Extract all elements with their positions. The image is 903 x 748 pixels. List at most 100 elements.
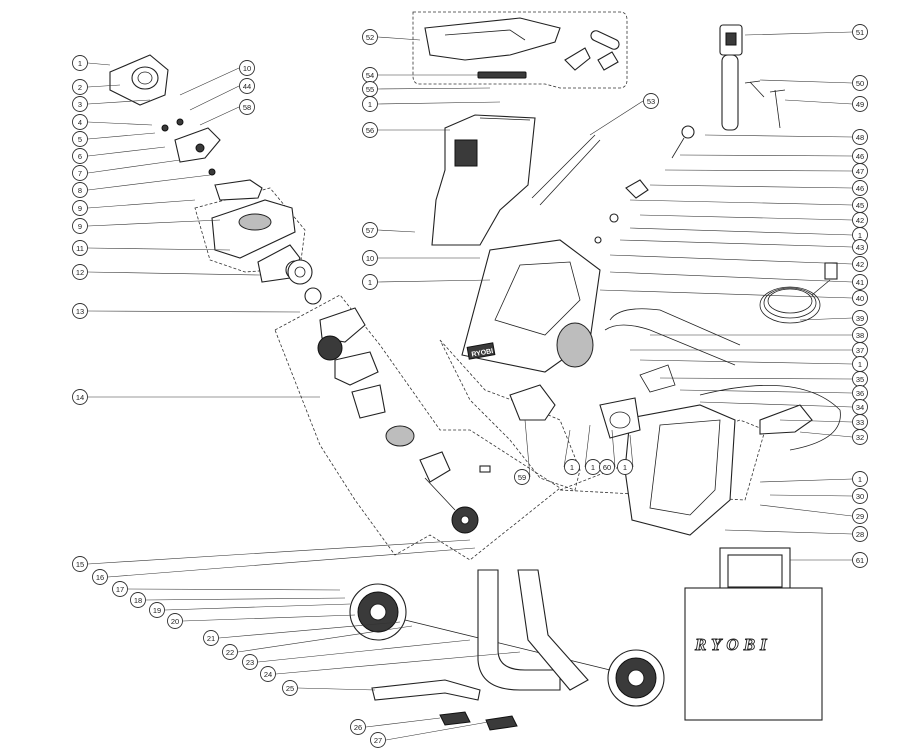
- leader-line: [639, 214, 853, 221]
- callout-number: 2: [78, 83, 82, 92]
- leader-line: [87, 62, 111, 66]
- callout-bubble: 35: [852, 371, 868, 387]
- callouts: 1234567899111213141044585254551565357101…: [72, 24, 868, 748]
- callout-circle: [599, 459, 615, 475]
- callout-number: 42: [856, 216, 864, 225]
- leader-line: [664, 169, 853, 172]
- callout-number: 30: [856, 492, 864, 501]
- leg-frame: [371, 569, 589, 701]
- leader-line: [87, 132, 156, 140]
- callout-number: 21: [207, 634, 215, 643]
- leader-line: [799, 317, 853, 321]
- callout-bubble: 5: [72, 131, 88, 147]
- callout-circle: [852, 310, 868, 326]
- leader-line: [744, 31, 853, 36]
- leader-line: [257, 639, 471, 663]
- callout-number: 49: [856, 100, 864, 109]
- callout-circle: [852, 526, 868, 542]
- callout-number: 26: [354, 723, 362, 732]
- callout-bubble: 1: [585, 459, 601, 475]
- callout-bubble: 42: [852, 256, 868, 272]
- callout-circle: [852, 552, 868, 568]
- leader-lines: [87, 31, 853, 741]
- handle-51: [719, 24, 786, 131]
- callout-circle: [617, 459, 633, 475]
- axle: [404, 619, 611, 671]
- callout-circle: [282, 680, 298, 696]
- callout-circle: [852, 129, 868, 145]
- callout-bubble: 38: [852, 327, 868, 343]
- callout-bubble: 56: [362, 122, 378, 138]
- callout-number: 10: [243, 64, 251, 73]
- callout-number: 1: [368, 278, 372, 287]
- leader-line: [599, 289, 853, 299]
- hopper-top: [424, 17, 620, 71]
- callout-number: 57: [366, 226, 374, 235]
- callout-number: 41: [856, 278, 864, 287]
- callout-circle: [362, 122, 378, 138]
- leader-line: [87, 199, 196, 209]
- callout-bubble: 40: [852, 290, 868, 306]
- callout-circle: [239, 60, 255, 76]
- callout-bubble: 23: [242, 654, 258, 670]
- callout-number: 1: [858, 360, 862, 369]
- leader-line: [87, 247, 231, 251]
- leader-line: [639, 359, 853, 365]
- callout-number: 61: [856, 556, 864, 565]
- callout-circle: [72, 218, 88, 234]
- callout-number: 7: [78, 169, 82, 178]
- leader-line: [659, 377, 853, 380]
- callout-number: 34: [856, 403, 864, 412]
- leader-line: [784, 99, 853, 105]
- leader-line: [237, 625, 413, 653]
- callout-circle: [362, 222, 378, 238]
- callout-number: 5: [78, 135, 82, 144]
- callout-circle: [362, 274, 378, 290]
- callout-circle: [852, 24, 868, 40]
- motor-stack: [287, 259, 491, 534]
- callout-bubble: 13: [72, 303, 88, 319]
- leader-line: [611, 429, 616, 468]
- callout-number: 1: [78, 59, 82, 68]
- callout-circle: [72, 165, 88, 181]
- callout-number: 1: [858, 231, 862, 240]
- callout-circle: [72, 182, 88, 198]
- callout-number: 51: [856, 28, 864, 37]
- callout-bubble: 9: [72, 218, 88, 234]
- callout-bubble: 28: [852, 526, 868, 542]
- callout-circle: [852, 256, 868, 272]
- callout-number: 44: [243, 82, 251, 91]
- leader-line: [629, 434, 634, 468]
- callout-bubble: 46: [852, 180, 868, 196]
- callout-number: 55: [366, 85, 374, 94]
- leader-line: [589, 100, 644, 136]
- leader-line: [609, 271, 853, 283]
- callout-bubble: 1: [362, 274, 378, 290]
- callout-bubble: 60: [599, 459, 615, 475]
- callout-number: 6: [78, 152, 82, 161]
- leader-line: [127, 588, 341, 591]
- leader-line: [377, 87, 491, 90]
- leader-line: [759, 504, 853, 517]
- leader-line: [365, 717, 441, 728]
- leader-line: [377, 36, 421, 41]
- callout-circle: [149, 602, 165, 618]
- callout-bubble: 51: [852, 24, 868, 40]
- callout-circle: [72, 96, 88, 112]
- callout-bubble: 54: [362, 67, 378, 83]
- callout-number: 19: [153, 606, 161, 615]
- callout-bubble: 1: [852, 471, 868, 487]
- callout-bubble: 44: [239, 78, 255, 94]
- callout-number: 13: [76, 307, 84, 316]
- leader-line: [87, 121, 153, 126]
- callout-bubble: 10: [239, 60, 255, 76]
- callout-number: 50: [856, 79, 864, 88]
- callout-number: 43: [856, 243, 864, 252]
- callout-number: 53: [647, 97, 655, 106]
- callout-number: 1: [858, 475, 862, 484]
- leader-line: [297, 687, 376, 691]
- feet: [439, 711, 518, 731]
- callout-circle: [112, 581, 128, 597]
- callout-number: 27: [374, 736, 382, 745]
- callout-bubble: 1: [617, 459, 633, 475]
